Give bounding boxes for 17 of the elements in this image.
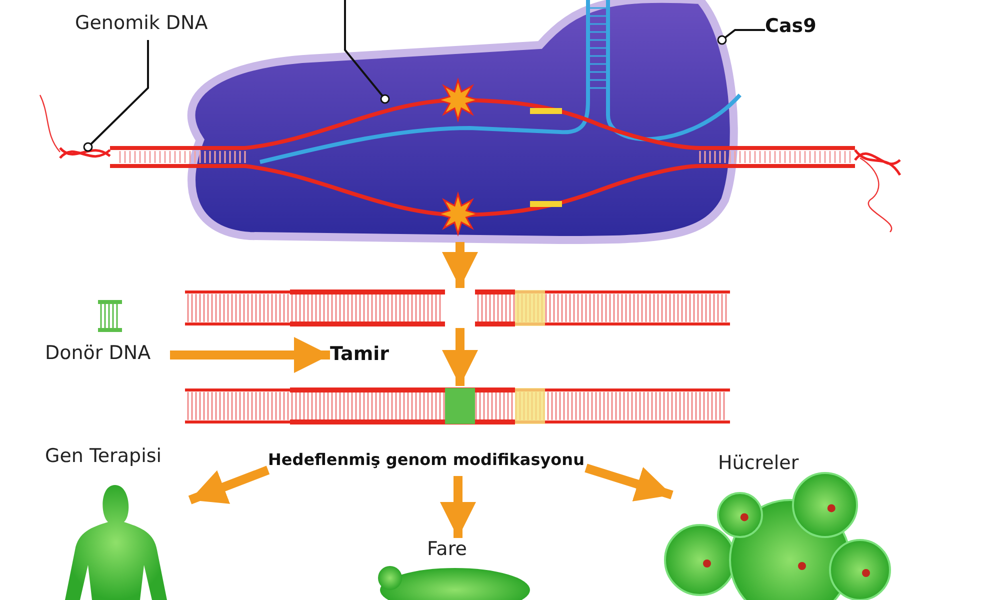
modification-label: Hedeflenmiş genom modifikasyonu (268, 450, 584, 469)
arrow (584, 464, 674, 502)
arrow (440, 476, 476, 538)
cells-label: Hücreler (718, 452, 799, 474)
arrow (442, 328, 478, 386)
leader-line (344, 0, 390, 104)
arrow (188, 466, 270, 504)
arrow (170, 337, 330, 373)
genomic-dna-label: Genomik DNA (75, 12, 208, 34)
donor-dna-label: Donör DNA (45, 342, 151, 364)
cas9-label: Cas9 (765, 15, 816, 37)
gene-therapy-label: Gen Terapisi (45, 445, 162, 467)
leader-line (83, 40, 149, 152)
arrow (442, 242, 478, 288)
repair-label: Tamir (330, 343, 390, 365)
leader-line (717, 29, 765, 45)
mouse-label: Fare (427, 538, 467, 560)
